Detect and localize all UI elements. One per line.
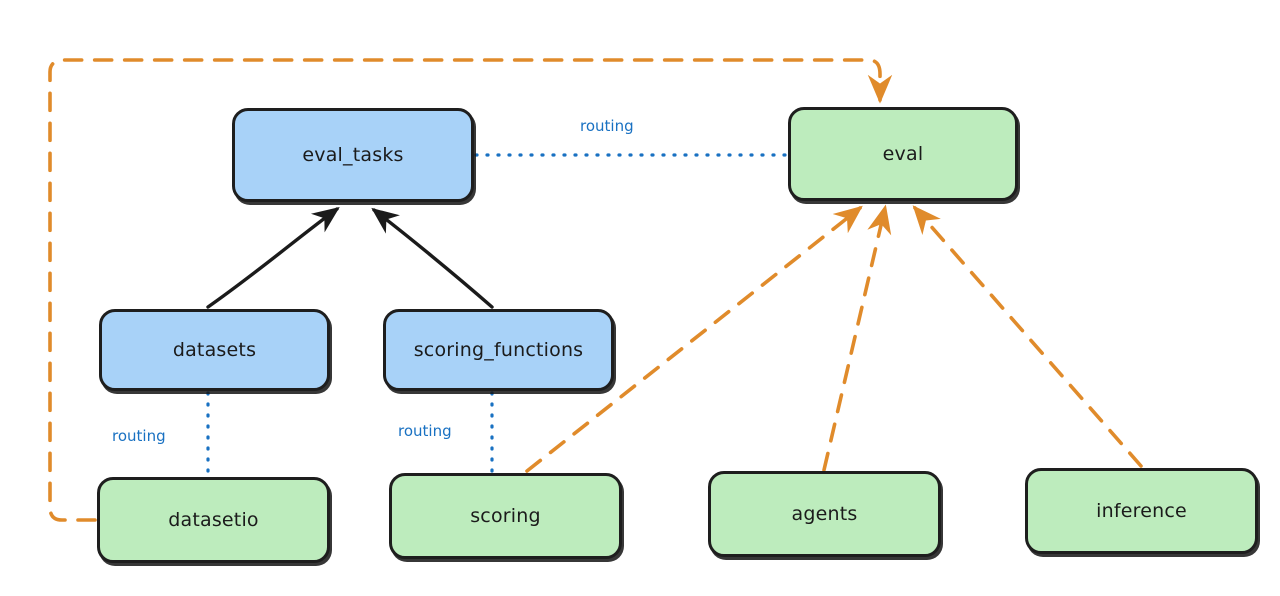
node-scoring-functions[interactable]: scoring_functions (383, 309, 614, 391)
node-eval-tasks[interactable]: eval_tasks (232, 108, 474, 202)
edge-dep-datasetio-eval (48, 58, 893, 522)
edge-dep-scoring-eval (525, 205, 863, 473)
edge-dep-inference-eval (912, 205, 1143, 468)
node-label-eval-tasks: eval_tasks (302, 144, 404, 166)
node-scoring[interactable]: scoring (389, 473, 622, 559)
node-label-agents: agents (791, 503, 858, 525)
node-eval[interactable]: eval (788, 107, 1018, 201)
node-label-eval: eval (882, 143, 924, 165)
edge-label-routing-datasets-datasetio: routing (112, 427, 166, 445)
node-datasetio[interactable]: datasetio (97, 477, 330, 563)
edge-dep-scoring_functions-eval_tasks (371, 207, 494, 309)
edge-dep-agents-eval (822, 204, 892, 472)
node-label-scoring: scoring (470, 505, 541, 527)
node-inference[interactable]: inference (1025, 468, 1258, 554)
node-label-datasetio: datasetio (168, 509, 259, 531)
node-datasets[interactable]: datasets (99, 309, 330, 391)
node-label-datasets: datasets (172, 339, 257, 361)
edge-label-routing-eval_tasks-eval: routing (580, 117, 634, 135)
node-label-inference: inference (1096, 500, 1187, 522)
node-agents[interactable]: agents (708, 471, 941, 557)
node-label-scoring-functions: scoring_functions (413, 339, 584, 361)
edge-dep-datasets-eval_tasks (206, 206, 340, 309)
edge-label-routing-scoring_functions-scoring: routing (398, 422, 452, 440)
